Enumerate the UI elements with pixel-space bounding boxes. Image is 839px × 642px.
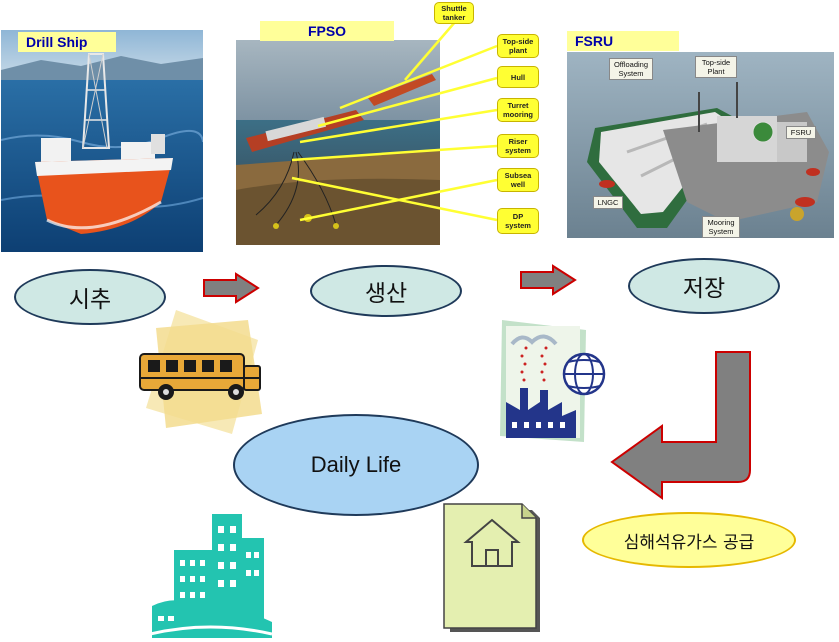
- fsru-callout-mooring-system: Mooring System: [702, 216, 740, 238]
- fpso-callout-dp-system: DP system: [497, 208, 539, 234]
- fpso-callout-riser-system: Riser system: [497, 134, 539, 158]
- fsru-label: FSRU: [567, 31, 679, 51]
- stage-production: 생산: [310, 265, 462, 317]
- fpso-callout-hull: Hull: [497, 66, 539, 88]
- fpso-label: FPSO: [260, 21, 394, 41]
- arrow-storage-to-supply: [610, 351, 751, 500]
- fsru-callout-top-side-plant: Top-side Plant: [695, 56, 737, 78]
- supply-ellipse: 심해석유가스 공급: [582, 512, 796, 568]
- fpso-callout-shuttle-tanker: Shuttle tanker: [434, 2, 474, 24]
- drill-ship-label: Drill Ship: [18, 32, 116, 52]
- document-house-icon: [440, 502, 544, 636]
- fsru-callout-fsru: FSRU: [786, 126, 816, 139]
- fsru-callout-lngc: LNGC: [593, 196, 623, 209]
- fpso-photo: [236, 40, 440, 245]
- arrow-production-to-storage: [520, 264, 577, 296]
- daily-life-ellipse: Daily Life: [233, 414, 479, 516]
- fsru-photo: [567, 52, 834, 238]
- stage-drilling: 시추: [14, 269, 166, 325]
- fpso-callout-turret-mooring: Turret mooring: [497, 98, 539, 122]
- city-buildings-icon: [149, 512, 273, 638]
- fsru-callout-offloading-system: Offloading System: [609, 58, 653, 80]
- factory-globe-icon: [498, 318, 608, 444]
- fpso-callout-top-side-plant: Top-side plant: [497, 34, 539, 58]
- arrow-drilling-to-production: [203, 272, 260, 304]
- stage-storage: 저장: [628, 258, 780, 314]
- drill-ship-photo: [1, 30, 203, 252]
- fpso-callout-subsea-well: Subsea well: [497, 168, 539, 192]
- school-bus-icon: [136, 310, 266, 434]
